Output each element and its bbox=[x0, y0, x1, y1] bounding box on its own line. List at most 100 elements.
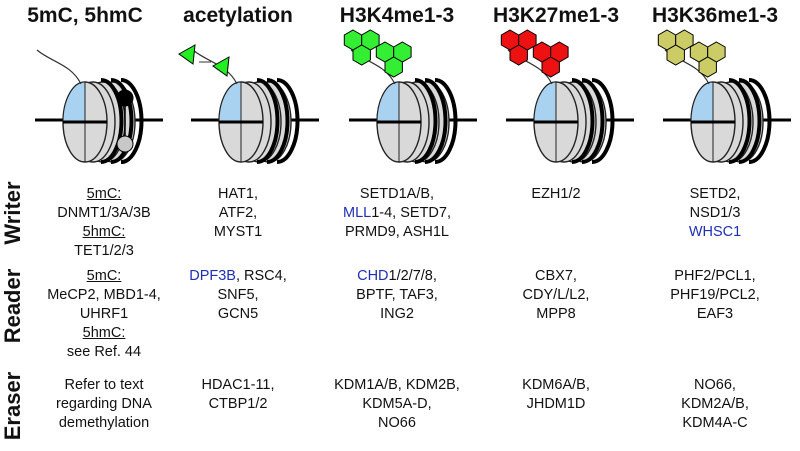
histone-quadrant bbox=[62, 81, 86, 123]
writer-dna-5mc-label: 5mC: bbox=[86, 186, 122, 202]
row-label-writer: Writer bbox=[0, 181, 25, 245]
reader-cell-h3k36: PHF2/PCL1, PHF19/PCL2, EAF3 bbox=[640, 267, 790, 324]
nucleosome-h3k27 bbox=[506, 49, 634, 164]
writer-h3k4-line: MLL1-4, SETD7, bbox=[322, 204, 472, 223]
dna-wrap bbox=[276, 78, 300, 164]
writer-h3k4-line: SETD1A/B, bbox=[359, 186, 435, 202]
reader-h3k36-line: PHF19/PCL2, bbox=[670, 287, 760, 303]
histone-tail bbox=[36, 49, 82, 85]
reader-cell-dna: 5mC: MeCP2, MBD1-4, UHRF1 5hmC: see Ref.… bbox=[29, 267, 179, 362]
writer-h3k4-line-rest: 1-4, SETD7, bbox=[371, 205, 451, 221]
reader-h3k27-line: MPP8 bbox=[536, 306, 576, 322]
eraser-h3k4-line: NO66 bbox=[378, 415, 416, 431]
dna-wrap bbox=[748, 78, 772, 164]
methyl-dot-black bbox=[116, 89, 134, 107]
histone-quadrant bbox=[218, 81, 242, 123]
methyl-hexagon-cluster bbox=[343, 29, 380, 66]
eraser-cell-h3k4: KDM1A/B, KDM2B, KDM5A-D, NO66 bbox=[322, 376, 472, 433]
reader-dna-5mc-label: 5mC: bbox=[86, 268, 122, 284]
writer-dna-5mc-enzymes: DNMT1/3A/3B bbox=[57, 205, 151, 221]
dna-wrap bbox=[591, 78, 615, 164]
dna-wrap bbox=[100, 78, 124, 164]
row-label-reader: Reader bbox=[0, 268, 25, 344]
dna-wrap bbox=[110, 78, 134, 164]
dna-wrap bbox=[414, 78, 438, 164]
reader-dna-line: MeCP2, MBD1-4, bbox=[47, 287, 161, 303]
eraser-acetylation-line: CTBP1/2 bbox=[208, 396, 268, 412]
eraser-dna-line: regarding DNA bbox=[56, 396, 152, 412]
acetyl-marks bbox=[178, 44, 230, 77]
reader-cell-h3k27: CBX7, CDY/L/L2, MPP8 bbox=[481, 267, 631, 324]
dna-wrap bbox=[256, 78, 280, 164]
reader-h3k4-line-rest: 1/2/7/8, bbox=[388, 268, 437, 284]
acetyl-triangle bbox=[178, 44, 196, 65]
writer-acetylation-line: MYST1 bbox=[213, 224, 263, 240]
writer-cell-h3k36: SETD2, NSD1/3 WHSC1 bbox=[640, 185, 790, 242]
writer-acetylation-line: ATF2, bbox=[218, 205, 258, 221]
dna-wrap bbox=[728, 78, 752, 164]
reader-h3k4-line: CHD1/2/7/8, bbox=[322, 267, 472, 286]
writer-h3k36-line: SETD2, bbox=[689, 186, 741, 202]
reader-h3k4-chd-highlight: CHD bbox=[357, 268, 389, 284]
eraser-h3k27-line: KDM6A/B, bbox=[522, 377, 590, 393]
column-header-h3k4: H3K4me1-3 bbox=[339, 4, 455, 27]
reader-acetylation-line: DPF3B, RSC4, bbox=[163, 267, 313, 286]
eraser-h3k4-line: KDM5A-D, bbox=[362, 396, 432, 412]
nucleosome-panel bbox=[35, 29, 791, 164]
eraser-h3k27-line: JHDM1D bbox=[526, 396, 586, 412]
reader-h3k36-line: PHF2/PCL1, bbox=[674, 268, 756, 284]
writer-cell-acetylation: HAT1, ATF2, MYST1 bbox=[163, 185, 313, 242]
reader-h3k4-line: BPTF, TAF3, bbox=[356, 287, 438, 303]
writer-acetylation-line: HAT1, bbox=[217, 186, 259, 202]
histone-quadrant bbox=[690, 81, 714, 123]
h3k4-methyl-hexagons bbox=[343, 29, 412, 78]
eraser-cell-acetylation: HDAC1-11, CTBP1/2 bbox=[163, 376, 313, 414]
dna-wrap bbox=[581, 78, 605, 164]
eraser-h3k36-line: KDM4A-C bbox=[682, 415, 748, 431]
dna-wrap bbox=[738, 78, 762, 164]
methyl-hexagon-cluster bbox=[657, 29, 694, 66]
methyl-hexagon-cluster bbox=[532, 41, 569, 78]
methyl-hexagon-cluster bbox=[689, 41, 726, 78]
dna-wrap bbox=[571, 78, 595, 164]
column-header-h3k36: H3K36me1-3 bbox=[651, 4, 779, 27]
h3k27-methyl-hexagons bbox=[500, 29, 569, 78]
eraser-acetylation-line: HDAC1-11, bbox=[201, 377, 275, 393]
eraser-h3k36-line: NO66, bbox=[694, 377, 736, 393]
writer-h3k4-mll-highlight: MLL bbox=[343, 205, 372, 221]
reader-dna-line: UHRF1 bbox=[79, 306, 129, 322]
h3k36-methyl-hexagons bbox=[657, 29, 726, 78]
dna-wrap bbox=[120, 78, 144, 164]
reader-acetylation-line-rest: , RSC4, bbox=[235, 268, 287, 284]
eraser-dna-line: demethylation bbox=[58, 415, 150, 431]
writer-cell-h3k4: SETD1A/B, MLL1-4, SETD7, PRMD9, ASH1L bbox=[322, 185, 472, 242]
nucleosome-h3k36 bbox=[663, 49, 791, 164]
nucleosome-h3k4 bbox=[349, 49, 477, 164]
methylation-marks bbox=[116, 89, 134, 153]
column-header-dna-methylation: 5mC, 5hmC bbox=[27, 4, 143, 27]
eraser-dna-line: Refer to text bbox=[64, 377, 144, 393]
nucleosome-dna bbox=[35, 49, 163, 164]
histone-quadrant bbox=[533, 81, 557, 123]
writer-h3k4-line: PRMD9, ASH1L bbox=[345, 224, 449, 240]
eraser-cell-h3k27: KDM6A/B, JHDM1D bbox=[481, 376, 631, 414]
dna-wrap bbox=[434, 78, 458, 164]
reader-h3k36-line: EAF3 bbox=[696, 306, 734, 322]
reader-dna-line: see Ref. 44 bbox=[66, 344, 142, 360]
methyl-hexagon-cluster bbox=[500, 29, 537, 66]
reader-h3k27-line: CBX7, bbox=[535, 268, 577, 284]
methyl-dot-grey bbox=[116, 135, 134, 153]
eraser-cell-dna: Refer to text regarding DNA demethylatio… bbox=[29, 376, 179, 433]
writer-cell-h3k27: EZH1/2 bbox=[481, 185, 631, 204]
writer-h3k27-line: EZH1/2 bbox=[531, 186, 581, 202]
reader-acetylation-line: SNF5, bbox=[217, 287, 259, 303]
reader-acetylation-dpf3b-highlight: DPF3B bbox=[189, 268, 236, 284]
writer-h3k36-line: NSD1/3 bbox=[689, 205, 741, 221]
nucleosome-acetyl bbox=[191, 49, 319, 164]
reader-acetylation-line: GCN5 bbox=[217, 306, 259, 322]
writer-dna-5hmc-label: 5hmC: bbox=[82, 224, 126, 240]
row-label-eraser: Eraser bbox=[0, 371, 25, 441]
histone-quadrant bbox=[376, 81, 400, 123]
dna-wrap bbox=[424, 78, 448, 164]
reader-h3k27-line: CDY/L/L2, bbox=[522, 287, 590, 303]
